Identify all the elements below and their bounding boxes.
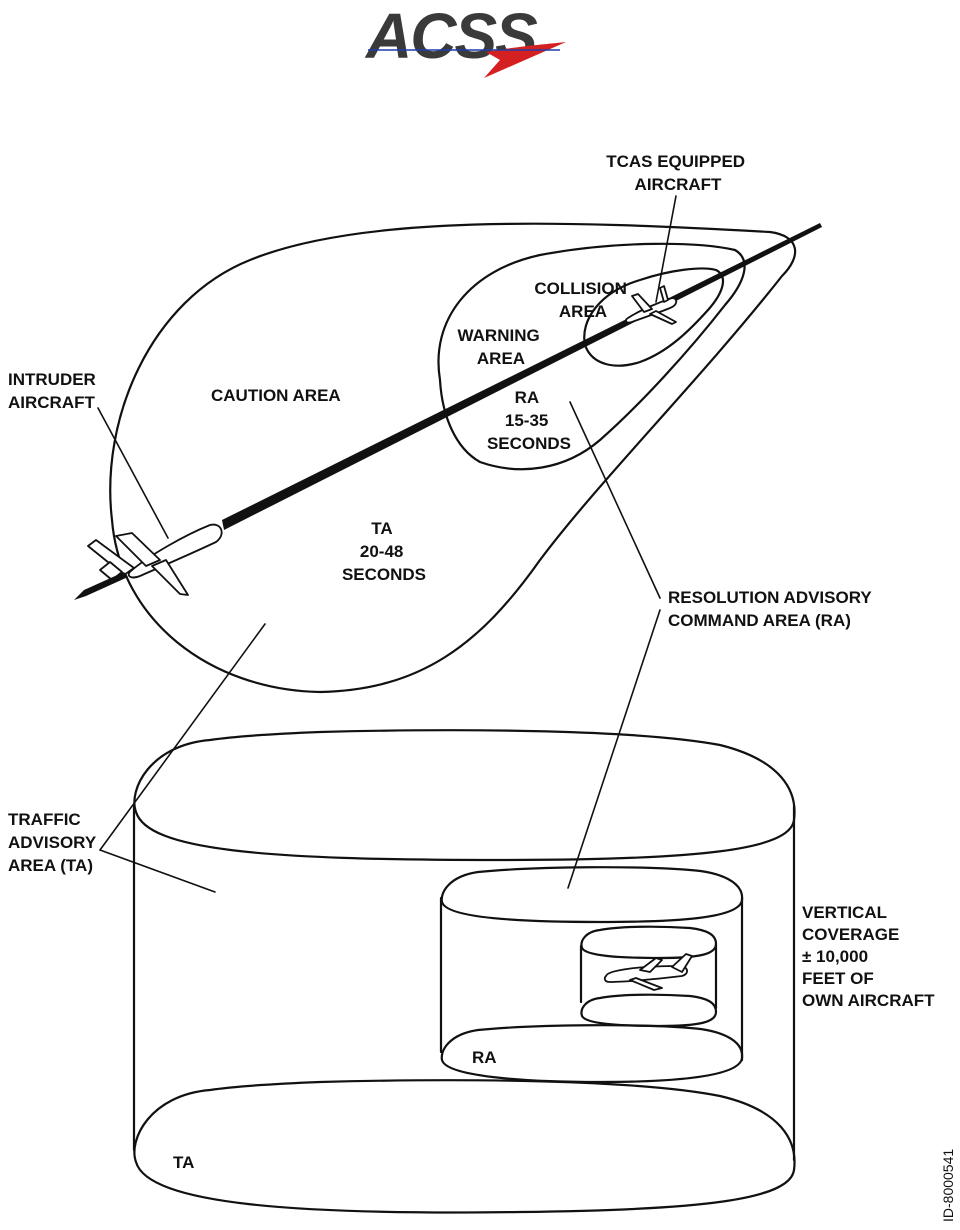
label-tcas-equipped: TCAS EQUIPPED AIRCRAFT — [606, 152, 750, 194]
label-traffic-advisory: TRAFFIC ADVISORY AREA (TA) — [8, 810, 101, 875]
label-resolution-advisory: RESOLUTION ADVISORY COMMAND AREA (RA) — [668, 588, 876, 630]
label-intruder: INTRUDER AIRCRAFT — [8, 370, 101, 412]
ta-cylinder — [134, 730, 795, 1212]
own-aircraft-icon — [605, 954, 692, 990]
label-warning-area: WARNING AREA — [458, 326, 545, 368]
intruder-direction-arrow — [74, 572, 128, 600]
ta-cylinder-bottom — [134, 1080, 794, 1212]
leader-intruder — [98, 408, 168, 538]
tcas-aircraft-icon — [626, 286, 676, 324]
trajectory-beam — [222, 223, 822, 530]
label-ra-cylinder: RA — [472, 1048, 497, 1067]
leader-tcas — [656, 196, 676, 302]
label-ta-time: TA 20-48 SECONDS — [342, 519, 426, 584]
ra-cylinder-top — [442, 867, 742, 922]
leader-ra-top — [570, 402, 660, 598]
label-ta-cylinder: TA — [173, 1153, 194, 1172]
leader-ta-bottom — [100, 850, 215, 892]
ta-cylinder-top — [134, 730, 794, 860]
label-ra-time: RA 15-35 SECONDS — [487, 388, 571, 453]
intruder-aircraft-icon — [74, 525, 222, 600]
document-id: ID-8000541 — [940, 1149, 956, 1222]
leader-ra-bottom — [568, 610, 660, 888]
label-caution-area: CAUTION AREA — [211, 386, 341, 405]
acss-logo: ACSS — [364, 0, 566, 78]
label-collision-area: COLLISION AREA — [534, 279, 631, 321]
label-vertical-coverage: VERTICAL COVERAGE ± 10,000 FEET OF OWN A… — [802, 903, 935, 1010]
